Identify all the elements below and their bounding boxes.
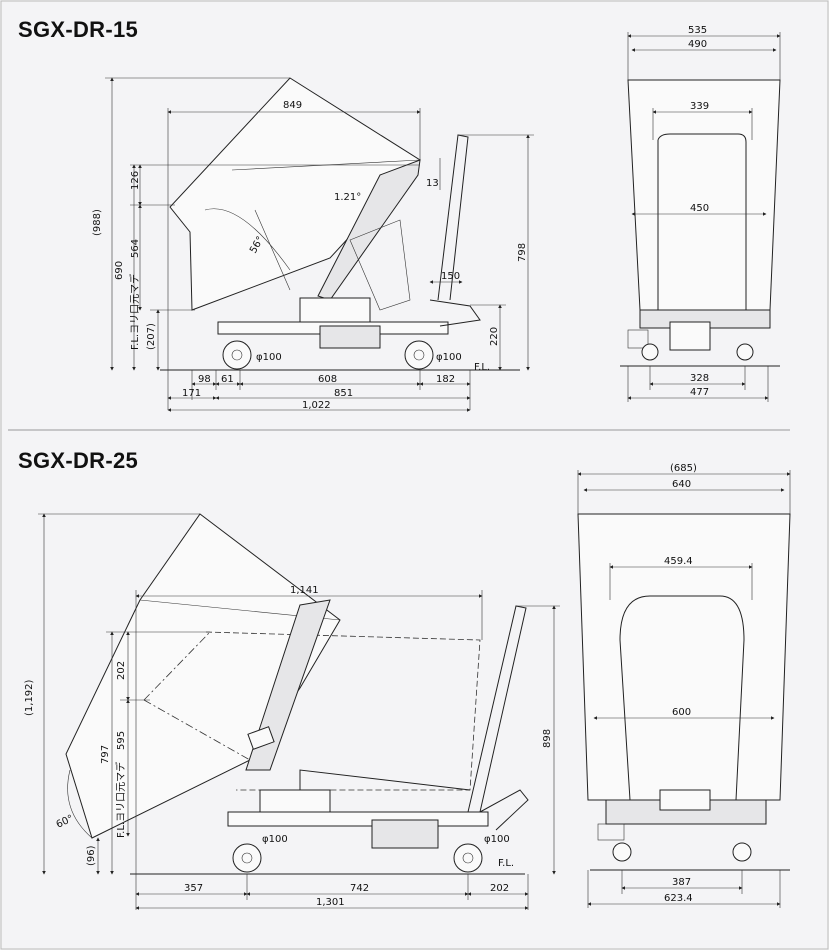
- dr25-dim-96: (96): [86, 845, 97, 866]
- dr25-dim-1192: (1,192): [24, 679, 35, 716]
- dr15-handle: [437, 134, 469, 301]
- dr15-wheel-front: φ100: [436, 352, 462, 363]
- dr15-dim-690: 690: [114, 261, 125, 280]
- dr25-wheel-front: φ100: [484, 834, 510, 845]
- dr15-dim-angle-121: 1.21°: [334, 192, 361, 203]
- dr25-dim-898: 898: [542, 729, 553, 748]
- dr25-front-dim-387: 387: [672, 877, 691, 888]
- dr15-side-view: 849 1.21° 13 (988) 690 126 564 F.L.ヨリ口元マ…: [92, 77, 534, 412]
- dr25-dim-595: 595: [116, 731, 127, 750]
- dr25-front-dim-685: (685): [670, 463, 697, 474]
- dr15-front-dim-339: 339: [690, 101, 709, 112]
- dr15-front-dim-490: 490: [688, 39, 707, 50]
- dr15-dim-207: (207): [146, 323, 157, 350]
- dr15-wheel-rear: φ100: [256, 352, 282, 363]
- dr25-fl-note: F.L.ヨリ口元マデ: [114, 762, 127, 838]
- dr25-raised-outline: [205, 631, 481, 791]
- dr15-dim-988: (988): [92, 209, 103, 236]
- dr25-dim-797: 797: [100, 745, 111, 764]
- dr25-front-dim-459: 459.4: [664, 556, 693, 567]
- dr15-dim-171: 171: [182, 388, 201, 399]
- dr25-dim-742: 742: [350, 883, 369, 894]
- dr25-front-dim-640: 640: [672, 479, 691, 490]
- dr15-dim-98: 98: [198, 374, 211, 385]
- dr15-dim-126: 126: [130, 171, 141, 190]
- dr25-front-view: (685) 640 459.4 600 387 623.4: [577, 463, 791, 908]
- dr15-front-handle: [657, 133, 747, 310]
- dr25-fl-label: F.L.: [498, 858, 514, 869]
- dr25-front-handle: [619, 595, 745, 801]
- dr15-lift-arm: [317, 159, 421, 301]
- dr25-dim-357: 357: [184, 883, 203, 894]
- dr15-dim-150: 150: [441, 271, 460, 282]
- model-title-dr15: SGX-DR-15: [18, 17, 139, 42]
- dr15-dim-13: 13: [426, 178, 439, 189]
- dr25-caster-front: [453, 843, 483, 873]
- dr15-dim-564: 564: [130, 239, 141, 258]
- dr15-front-dim-450: 450: [690, 203, 709, 214]
- dr15-dim-1022: 1,022: [302, 400, 331, 411]
- dr15-front-view: 535 490 339 450 328 477: [620, 25, 781, 402]
- dr25-dim-angle-60: 60°: [55, 813, 76, 830]
- dr25-side-view: 1,141 (1,192) 797 202 595 F.L.ヨリ口元マデ (96…: [24, 513, 560, 910]
- dr15-dim-220: 220: [489, 327, 500, 346]
- dr25-front-dim-600: 600: [672, 707, 691, 718]
- dr25-handle: [467, 605, 527, 813]
- dr15-dim-849: 849: [283, 100, 302, 111]
- dr25-base-frame: [227, 811, 489, 827]
- dr15-dim-851: 851: [334, 388, 353, 399]
- dr15-front-dim-328: 328: [690, 373, 709, 384]
- dr15-dim-608: 608: [318, 374, 337, 385]
- dr25-dim-202: 202: [116, 661, 127, 680]
- dr15-fl-label: F.L.: [474, 362, 490, 373]
- dr15-front-tub: [627, 79, 781, 311]
- dr25-dim-1301: 1,301: [316, 897, 345, 908]
- dr25-caster-rear: [232, 843, 262, 873]
- dr15-caster-front: [404, 340, 434, 370]
- dr25-front-dim-623: 623.4: [664, 893, 693, 904]
- dr25-dim-202b: 202: [490, 883, 509, 894]
- dr25-front-tub: [577, 513, 791, 801]
- dr25-dim-1141: 1,141: [290, 585, 319, 596]
- dr15-front-dim-535: 535: [688, 25, 707, 36]
- dr15-caster-rear: [222, 340, 252, 370]
- dr25-wheel-rear: φ100: [262, 834, 288, 845]
- dr15-dim-798: 798: [517, 243, 528, 262]
- dr25-pump: [371, 819, 439, 849]
- dr15-fl-note: F.L.ヨリ口元マデ: [128, 274, 141, 350]
- dr15-front-dim-477: 477: [690, 387, 709, 398]
- dr15-pump: [319, 325, 381, 349]
- model-title-dr25: SGX-DR-25: [18, 448, 139, 473]
- dr15-dim-61: 61: [221, 374, 234, 385]
- dr15-dim-182: 182: [436, 374, 455, 385]
